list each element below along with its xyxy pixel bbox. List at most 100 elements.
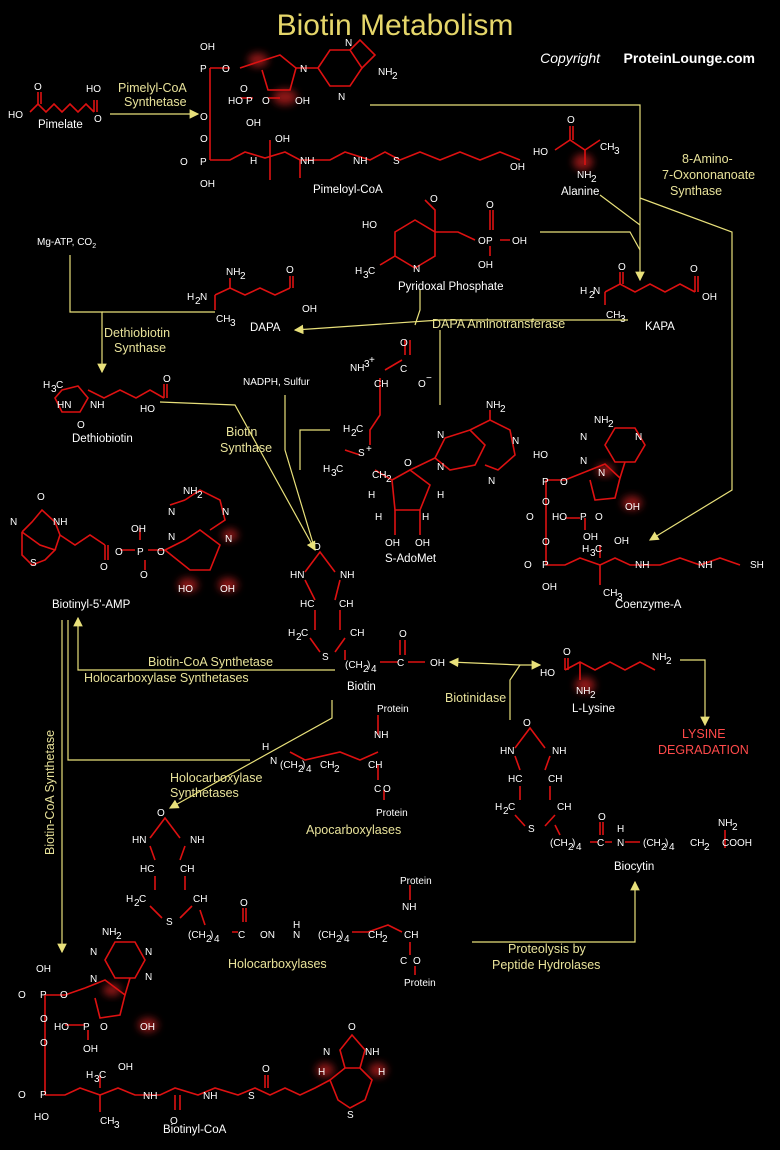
svg-text:3: 3 xyxy=(331,468,337,479)
svg-text:H: H xyxy=(86,1070,93,1081)
svg-text:2: 2 xyxy=(591,174,597,185)
svg-text:H: H xyxy=(343,424,350,435)
biotin-synthase-l1: Biotin xyxy=(226,425,257,439)
svg-text:N: N xyxy=(580,456,587,467)
svg-text:H: H xyxy=(355,266,362,277)
svg-text:O: O xyxy=(542,497,550,508)
svg-text:S: S xyxy=(358,448,365,459)
svg-text:O: O xyxy=(542,537,550,548)
svg-text:H: H xyxy=(422,512,429,523)
svg-text:N: N xyxy=(270,756,277,767)
svg-text:2: 2 xyxy=(568,842,574,853)
svg-text:OH: OH xyxy=(614,536,629,547)
svg-text:N: N xyxy=(345,38,352,49)
svg-text:NH: NH xyxy=(365,1047,379,1058)
svg-text:NH: NH xyxy=(577,170,591,181)
svg-text:CH: CH xyxy=(374,379,388,390)
svg-text:2: 2 xyxy=(240,271,246,282)
svg-text:O: O xyxy=(418,379,426,390)
svg-text:OH: OH xyxy=(385,538,400,549)
svg-text:OH: OH xyxy=(583,532,598,543)
svg-text:HN: HN xyxy=(500,746,514,757)
svg-text:N: N xyxy=(580,432,587,443)
pyridoxal-phosphate-structure: O HO O P O OH OH H 3 C N xyxy=(355,194,527,281)
svg-text:3: 3 xyxy=(364,359,370,370)
svg-text:(CH: (CH xyxy=(188,930,206,941)
svg-text:O: O xyxy=(430,194,438,205)
holocarboxylases-label: Holocarboxylases xyxy=(228,957,327,971)
svg-text:O: O xyxy=(595,512,603,523)
svg-text:): ) xyxy=(302,760,305,771)
svg-text:NH: NH xyxy=(183,486,197,497)
svg-text:2: 2 xyxy=(206,934,212,945)
l-lysine-label: L-Lysine xyxy=(572,703,615,715)
svg-text:O: O xyxy=(100,562,108,573)
svg-text:N: N xyxy=(168,532,175,543)
svg-text:3: 3 xyxy=(114,1120,120,1131)
svg-text:H: H xyxy=(318,1067,325,1078)
biotinyl-amp-structure: O N NH S O O P OH O O NH 2 N N N N HO OH xyxy=(10,486,238,595)
svg-text:C: C xyxy=(238,930,245,941)
svg-text:CH: CH xyxy=(368,930,382,941)
svg-text:O: O xyxy=(404,458,412,469)
svg-text:): ) xyxy=(340,930,343,941)
svg-text:O: O xyxy=(567,115,575,126)
svg-text:OH: OH xyxy=(625,502,640,513)
biotin-structure: O HN NH HC CH H 2 C CH S (CH 2 ) 4 C O O… xyxy=(288,542,445,675)
svg-text:3: 3 xyxy=(230,318,236,329)
dapa-structure: H 2 N NH 2 O OH CH 3 xyxy=(187,265,317,329)
lysine-degradation-l2: DEGRADATION xyxy=(658,743,749,757)
svg-text:O: O xyxy=(240,898,248,909)
svg-text:O: O xyxy=(40,1014,48,1025)
svg-text:HN: HN xyxy=(290,570,304,581)
svg-text:NH: NH xyxy=(350,363,364,374)
svg-text:C: C xyxy=(400,956,407,967)
svg-text:O: O xyxy=(240,84,248,95)
svg-text:O: O xyxy=(348,1022,356,1033)
kapa-structure: H 2 N O O OH CH 3 xyxy=(580,262,717,325)
svg-text:O: O xyxy=(598,812,606,823)
svg-text:OH: OH xyxy=(200,42,215,53)
svg-text:O: O xyxy=(563,647,571,658)
svg-text:CH: CH xyxy=(180,864,194,875)
biotin-label: Biotin xyxy=(347,681,376,693)
coenzyme-a-label: Coenzyme-A xyxy=(615,599,682,611)
svg-text:HO: HO xyxy=(86,84,101,95)
svg-text:O: O xyxy=(115,547,123,558)
svg-text:N: N xyxy=(200,292,207,303)
biocytin-label: Biocytin xyxy=(614,861,654,873)
svg-text:OH: OH xyxy=(478,260,493,271)
svg-text:N: N xyxy=(338,92,345,103)
svg-text:NH: NH xyxy=(53,517,67,528)
svg-text:H: H xyxy=(187,292,194,303)
proteolysis-l1: Proteolysis by xyxy=(508,942,587,956)
svg-text:O: O xyxy=(526,512,534,523)
svg-text:CH: CH xyxy=(404,930,418,941)
svg-text:2: 2 xyxy=(195,296,201,307)
svg-text:O: O xyxy=(170,1116,178,1127)
dapa-label: DAPA xyxy=(250,322,281,334)
svg-text:H: H xyxy=(495,802,502,813)
svg-text:O: O xyxy=(180,157,188,168)
svg-text:O: O xyxy=(523,718,531,729)
svg-text:O: O xyxy=(413,956,421,967)
svg-text:CH: CH xyxy=(339,599,353,610)
svg-text:H: H xyxy=(43,380,50,391)
pimeloyl-coa-structure: OH P O O HO P O OH OH O O P O OH N N N N… xyxy=(180,38,525,190)
svg-text:S: S xyxy=(248,1091,255,1102)
svg-text:4: 4 xyxy=(344,934,350,945)
svg-text:O: O xyxy=(18,1090,26,1101)
biotinyl-coa-label: Biotinyl-CoA xyxy=(163,1124,227,1136)
dethiobiotin-label: Dethiobiotin xyxy=(72,433,133,445)
svg-text:2: 2 xyxy=(666,656,672,667)
svg-text:Protein: Protein xyxy=(404,978,436,989)
svg-text:2: 2 xyxy=(351,428,357,439)
svg-text:NH: NH xyxy=(652,652,666,663)
svg-text:O: O xyxy=(94,114,102,125)
holocarboxylases-structure: O HN NH HC CH H 2 C CH S (CH 2 ) 4 C O O… xyxy=(126,808,436,989)
svg-text:H: H xyxy=(375,512,382,523)
svg-text:N: N xyxy=(145,947,152,958)
svg-text:OH: OH xyxy=(131,524,146,535)
svg-text:O: O xyxy=(313,542,321,553)
svg-text:C: C xyxy=(356,424,363,435)
